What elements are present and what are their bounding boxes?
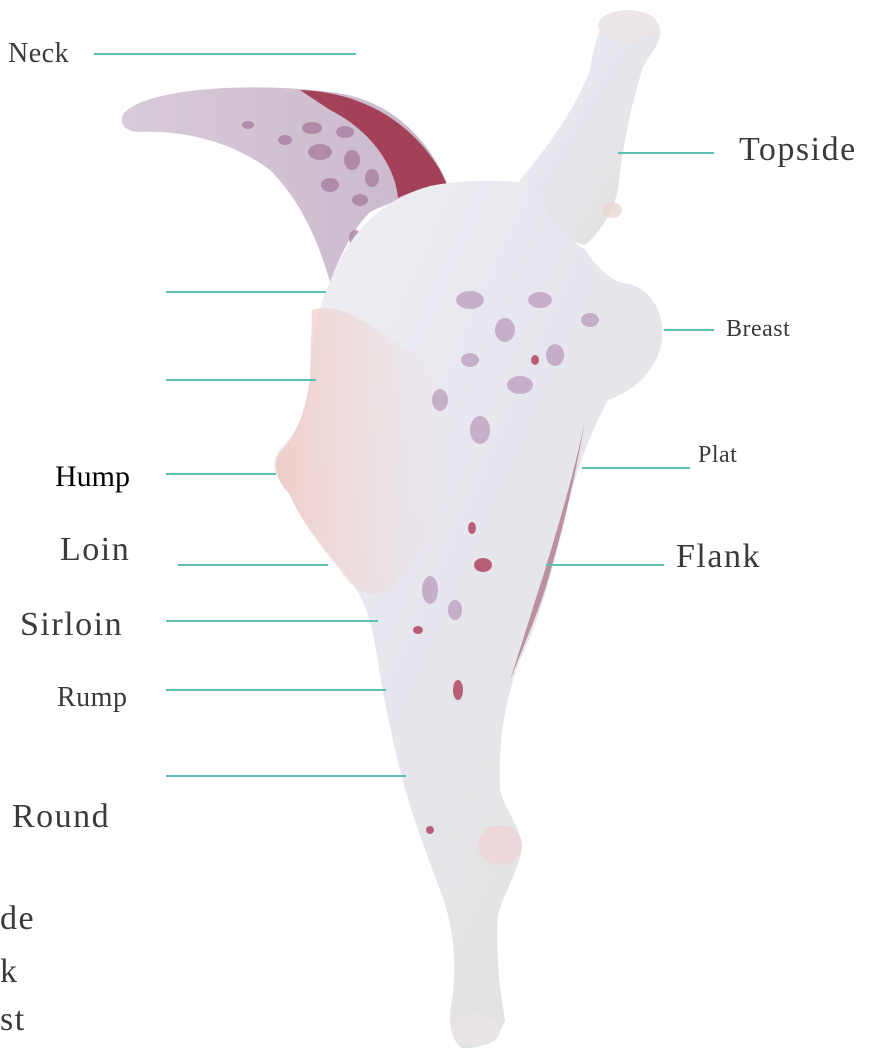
- round-knuckle: [478, 825, 522, 865]
- label-rump: Rump: [57, 684, 127, 712]
- unlabeled-leader-line-1: [166, 291, 326, 293]
- topside-leader-line: [618, 152, 714, 154]
- label-round: Round: [12, 800, 110, 834]
- flank-leader-line: [546, 564, 664, 566]
- label-topside: Topside: [739, 133, 857, 167]
- plat-leader-line: [582, 467, 690, 469]
- label-loin: Loin: [60, 533, 130, 567]
- label-cutoff-3: st: [0, 1003, 26, 1037]
- hump-leader-line: [166, 473, 276, 475]
- label-breast: Breast: [726, 317, 790, 341]
- rump-leader-line: [166, 689, 386, 691]
- label-plat: Plat: [698, 443, 737, 467]
- breast-leader-line: [664, 329, 714, 331]
- topside-knuckle: [598, 10, 658, 42]
- label-sirloin: Sirloin: [20, 608, 123, 642]
- label-cutoff-1: de: [0, 902, 35, 936]
- unlabeled-leader-line-2: [166, 379, 316, 381]
- label-hump: Hump: [55, 462, 130, 492]
- label-neck: Neck: [8, 40, 69, 68]
- label-cutoff-2: k: [0, 955, 19, 989]
- label-flank: Flank: [676, 540, 761, 574]
- round-leader-line: [166, 775, 406, 777]
- loin-leader-line: [178, 564, 328, 566]
- shank-end: [452, 1014, 500, 1046]
- sirloin-leader-line: [166, 620, 378, 622]
- neck-leader-line: [94, 53, 356, 55]
